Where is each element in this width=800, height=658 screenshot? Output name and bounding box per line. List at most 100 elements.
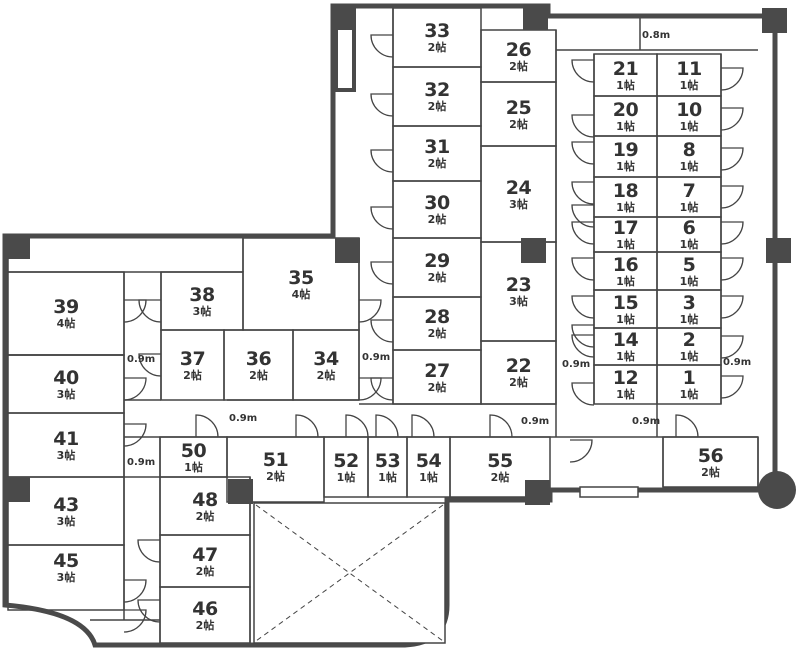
room-outline	[7, 544, 125, 611]
room-number: 47	[192, 543, 218, 566]
room-size: 1帖	[679, 350, 699, 363]
door-icon	[569, 439, 593, 463]
window	[579, 486, 639, 498]
door-icon	[195, 414, 219, 438]
door-icon	[720, 67, 744, 91]
room-number: 8	[682, 139, 696, 161]
room-size: 3帖	[56, 448, 76, 462]
door-icon	[571, 141, 595, 165]
corridor-width-label: 0.8m	[642, 30, 671, 41]
room-size: 1帖	[616, 388, 635, 401]
room-size: 2帖	[427, 327, 447, 340]
room-size: 1帖	[679, 388, 699, 401]
round-pillar	[758, 471, 796, 509]
door-icon	[571, 221, 595, 245]
room-number: 55	[487, 449, 513, 472]
room-size: 1帖	[616, 160, 635, 173]
room-size: 2帖	[427, 41, 447, 54]
door-icon	[720, 375, 744, 399]
door-icon	[370, 319, 394, 343]
room-size: 1帖	[336, 470, 356, 484]
room-number: 22	[505, 355, 532, 377]
room-number: 2	[682, 329, 696, 351]
pillar	[762, 8, 787, 33]
room-number: 45	[53, 550, 79, 572]
room-number: 14	[612, 329, 639, 351]
room-number: 35	[288, 266, 314, 289]
door-icon	[370, 34, 394, 58]
door-icon	[720, 147, 744, 171]
room-size: 4帖	[56, 317, 76, 330]
room-number: 25	[505, 96, 532, 119]
room-number: 23	[505, 274, 532, 296]
corridor-width-label: 0.9m	[127, 354, 156, 365]
door-icon	[720, 107, 744, 131]
door-icon	[138, 299, 162, 323]
room-number: 29	[424, 250, 450, 272]
pillar	[521, 238, 546, 263]
door-icon	[571, 334, 595, 358]
door-icon	[370, 149, 394, 173]
room-number: 18	[612, 179, 639, 202]
room-size: 1帖	[616, 200, 635, 214]
room-number: 54	[415, 449, 442, 472]
room-size: 2帖	[249, 368, 268, 382]
room-outline	[160, 271, 244, 331]
room-size: 1帖	[184, 460, 203, 474]
room-number: 12	[612, 367, 639, 389]
room-size: 1帖	[616, 274, 635, 288]
corridor-width-label: 0.9m	[127, 457, 156, 468]
